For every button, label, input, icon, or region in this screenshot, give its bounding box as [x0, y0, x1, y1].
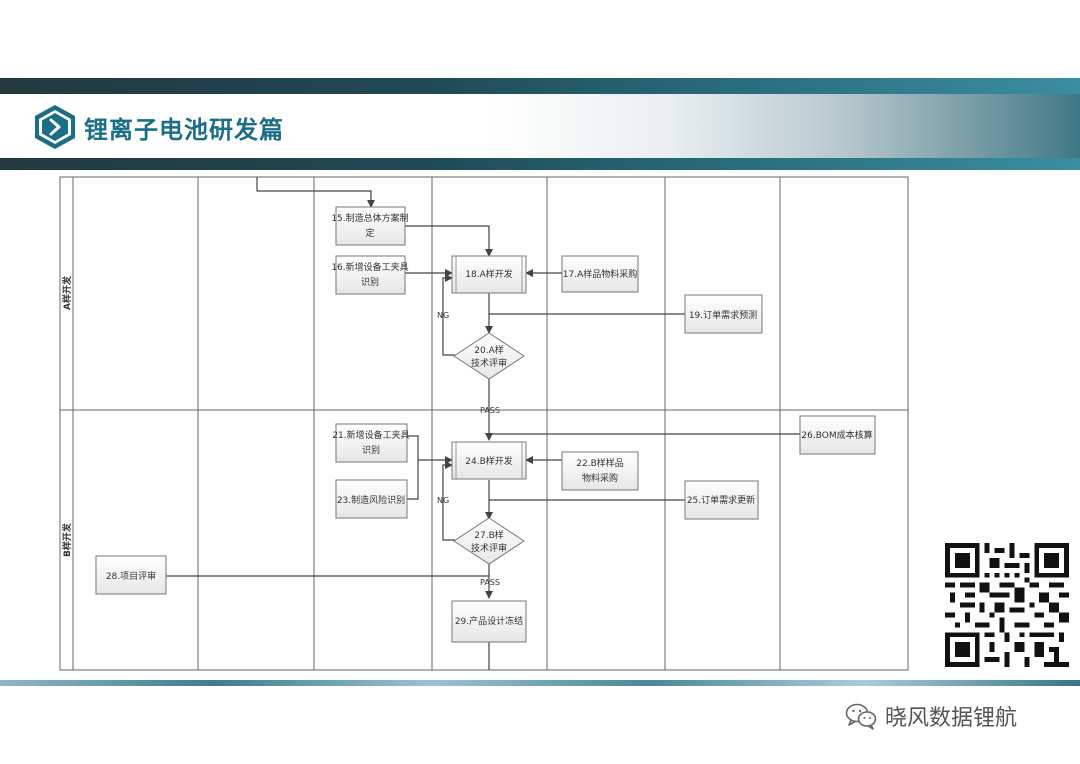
- svg-text:29.产品设计冻结: 29.产品设计冻结: [455, 615, 523, 627]
- svg-text:24.B样开发: 24.B样开发: [465, 455, 513, 467]
- process-box-26: 26.BOM成本核算: [799, 415, 876, 455]
- connectors: [166, 177, 800, 670]
- process-box-17: 17.A样品物料采购: [561, 255, 639, 293]
- svg-text:20.A样: 20.A样: [474, 344, 503, 356]
- qr-code-icon: [945, 543, 1069, 667]
- edge-label-ng-a: NG: [437, 311, 449, 320]
- svg-text:识别: 识别: [362, 445, 380, 456]
- svg-text:22.B样样品: 22.B样样品: [576, 457, 624, 469]
- process-box-16: 16.新增设备工夹具 识别: [331, 255, 409, 295]
- chevron-right-hexagon-icon: [35, 105, 75, 149]
- svg-text:28.项目评审: 28.项目评审: [106, 570, 156, 582]
- process-box-29: 29.产品设计冻结: [451, 600, 527, 643]
- svg-text:17.A样品物料采购: 17.A样品物料采购: [563, 268, 637, 280]
- header-title-band: [0, 94, 1080, 158]
- svg-text:23.制造风险识别: 23.制造风险识别: [337, 494, 405, 506]
- svg-text:B样开发: B样开发: [61, 522, 73, 557]
- svg-text:A样开发: A样开发: [61, 275, 73, 310]
- svg-text:PASS: PASS: [480, 406, 500, 415]
- wechat-icon: [845, 703, 877, 730]
- process-box-19: 19.订单需求预测: [684, 294, 763, 334]
- svg-text:27.B样: 27.B样: [474, 529, 504, 541]
- svg-text:15.制造总体方案制: 15.制造总体方案制: [331, 212, 408, 224]
- process-box-15: 15.制造总体方案制 定: [331, 206, 409, 246]
- svg-text:NG: NG: [437, 496, 449, 505]
- svg-text:18.A样开发: 18.A样开发: [465, 268, 512, 280]
- process-box-21: 21.新增设备工夹具 识别: [332, 423, 410, 463]
- svg-text:26.BOM成本核算: 26.BOM成本核算: [801, 429, 872, 441]
- lane-grid: [59, 176, 909, 671]
- edge-label-pass-a: PASS: [480, 406, 500, 415]
- svg-text:技术评审: 技术评审: [471, 357, 507, 369]
- brand-name: 晓风数据锂航: [885, 706, 1018, 731]
- header-top-band: [0, 78, 1080, 94]
- process-box-25: 25.订单需求更新: [684, 480, 759, 520]
- svg-text:25.订单需求更新: 25.订单需求更新: [687, 494, 755, 506]
- svg-text:16.新增设备工夹具: 16.新增设备工夹具: [331, 261, 408, 273]
- edge-label-ng-b: NG: [437, 496, 449, 505]
- svg-text:NG: NG: [437, 311, 449, 320]
- svg-text:PASS: PASS: [480, 578, 500, 587]
- svg-text:21.新增设备工夹具: 21.新增设备工夹具: [332, 429, 409, 441]
- page-title: 锂离子电池研发篇: [84, 116, 284, 144]
- lane-label-a: A样开发: [61, 275, 73, 310]
- footer-brand: 晓风数据锂航: [845, 700, 1017, 732]
- process-box-18: 18.A样开发: [451, 255, 527, 294]
- lane-label-b: B样开发: [61, 522, 73, 557]
- edge-label-pass-b: PASS: [480, 578, 500, 587]
- process-box-24: 24.B样开发: [451, 441, 527, 480]
- svg-text:技术评审: 技术评审: [471, 542, 507, 554]
- process-box-28: 28.项目评审: [95, 555, 167, 595]
- decision-27: 27.B样 技术评审: [453, 517, 525, 565]
- header-bottom-band: [0, 158, 1080, 170]
- svg-text:定: 定: [365, 227, 374, 239]
- svg-text:物料采购: 物料采购: [582, 472, 618, 484]
- svg-text:识别: 识别: [361, 277, 379, 288]
- process-box-22: 22.B样样品 物料采购: [561, 451, 639, 491]
- footer-strip: [0, 680, 1080, 686]
- process-box-23: 23.制造风险识别: [335, 479, 408, 519]
- decision-20: 20.A样 技术评审: [453, 332, 525, 380]
- svg-text:19.订单需求预测: 19.订单需求预测: [689, 309, 757, 321]
